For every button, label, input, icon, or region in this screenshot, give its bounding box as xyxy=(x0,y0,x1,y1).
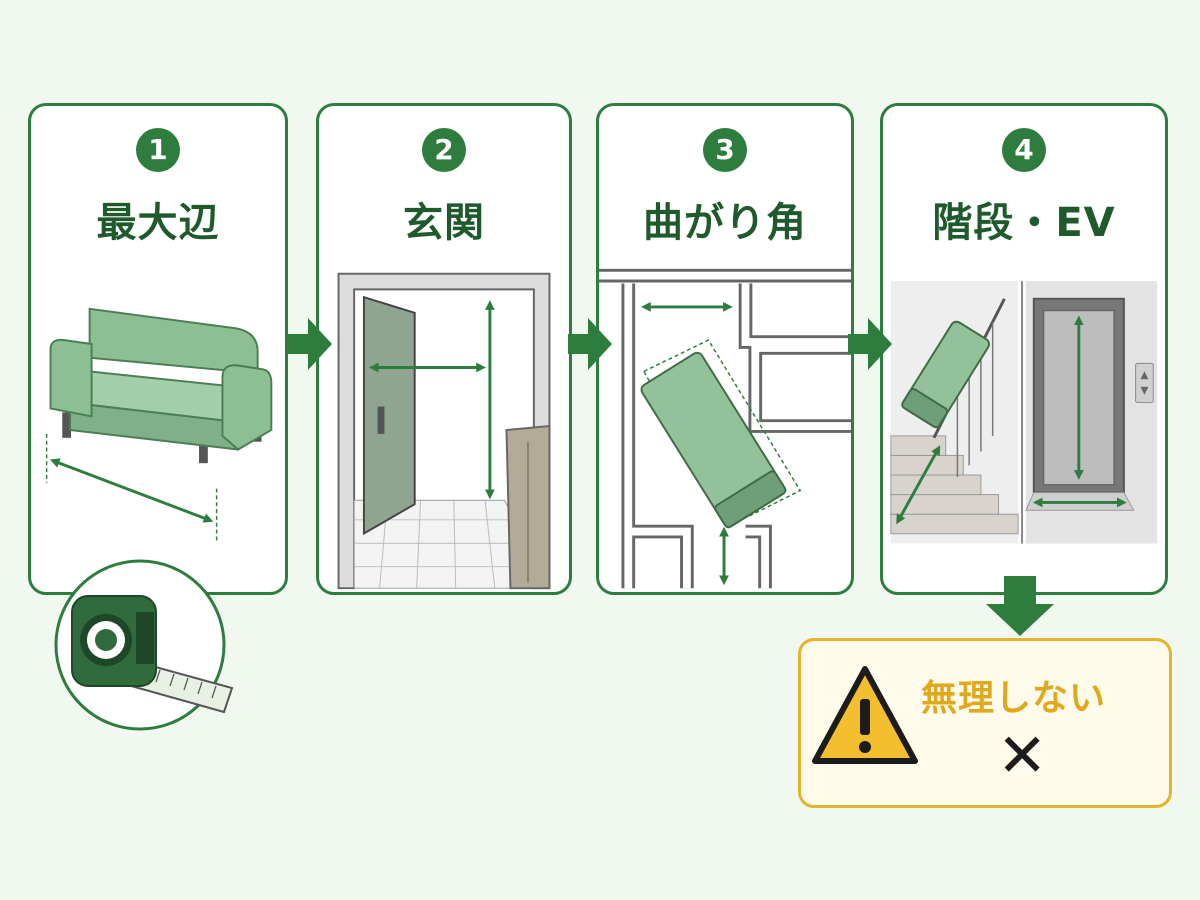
cross-mark-icon: ✕ xyxy=(997,721,1048,791)
step-card-4: 4 階段・EV xyxy=(880,103,1168,595)
step-card-1: 1 最大辺 xyxy=(28,103,288,595)
step-title-4: 階段・EV xyxy=(932,200,1116,246)
step-card-3: 3 曲がり角 xyxy=(596,103,854,595)
warning-text: 無理しない xyxy=(921,678,1107,719)
step-number-4: 4 xyxy=(1002,128,1046,172)
step-title-2: 玄関 xyxy=(403,200,485,246)
step-number-1: 1 xyxy=(136,128,180,172)
warning-box: 無理しない ✕ xyxy=(798,638,1172,808)
step-number-2: 2 xyxy=(422,128,466,172)
stairs-elevator-icon xyxy=(890,281,1158,544)
next-arrow-icon-3 xyxy=(848,318,892,370)
next-arrow-icon-2 xyxy=(568,318,612,370)
sofa-icon xyxy=(45,307,273,544)
corner-icon xyxy=(599,268,851,589)
warning-icon xyxy=(812,666,918,764)
step-title-1: 最大辺 xyxy=(96,200,220,246)
door-icon xyxy=(337,272,551,590)
step-number-3: 3 xyxy=(703,128,747,172)
step-title-3: 曲がり角 xyxy=(643,200,807,246)
step-card-2: 2 玄関 xyxy=(316,103,572,595)
next-arrow-icon-1 xyxy=(288,318,332,370)
